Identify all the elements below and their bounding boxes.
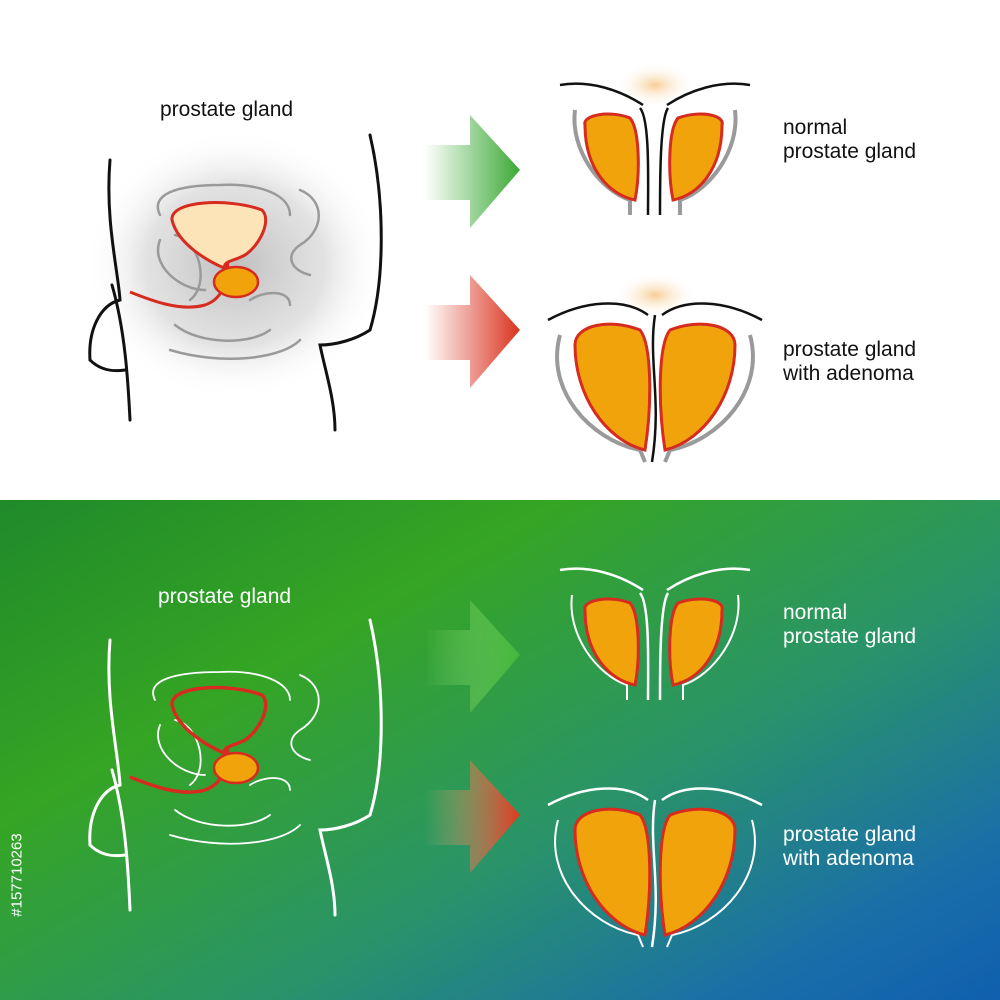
bottom-panel: prostate gland normal prostate gland pro… [0, 500, 1000, 1000]
bladder-outline [170, 685, 268, 756]
back-outline [88, 158, 122, 362]
body-profile-white [88, 618, 383, 917]
prostate-orange [212, 751, 260, 785]
bladder [170, 201, 268, 271]
pelvic-organs-white [152, 670, 320, 845]
prostate-gland-label-bottom: prostate gland [158, 585, 292, 608]
leg-back-outline [110, 283, 132, 422]
pelvic-organs [156, 183, 320, 360]
normal-prostate-detail-bottom [559, 567, 751, 701]
prostate-gland-label: prostate gland [160, 98, 294, 121]
normal-prostate-label: normal prostate gland [783, 116, 917, 163]
adenoma-prostate-label-bottom: prostate gland with adenoma [783, 823, 917, 870]
top-panel: prostate gland normal prostate gland pro… [85, 63, 917, 463]
normal-prostate-detail [559, 63, 751, 216]
arrow-adenoma-icon [425, 275, 520, 388]
arrow-adenoma-icon-bottom [425, 760, 520, 873]
normal-prostate-label-bottom: normal prostate gland [783, 601, 917, 648]
arrow-normal-icon [425, 115, 520, 228]
adenoma-prostate-label: prostate gland with adenoma [783, 338, 917, 385]
adenoma-prostate-detail-bottom [547, 787, 763, 948]
arrow-normal-icon-bottom [425, 600, 520, 713]
prostate [212, 265, 260, 299]
top-illustration [85, 63, 763, 463]
buttock-outline [88, 358, 127, 373]
bottom-illustration [88, 567, 763, 948]
stock-id-label: #157710263 [8, 833, 26, 917]
front-outline [318, 133, 383, 432]
adenoma-prostate-detail [547, 273, 763, 463]
